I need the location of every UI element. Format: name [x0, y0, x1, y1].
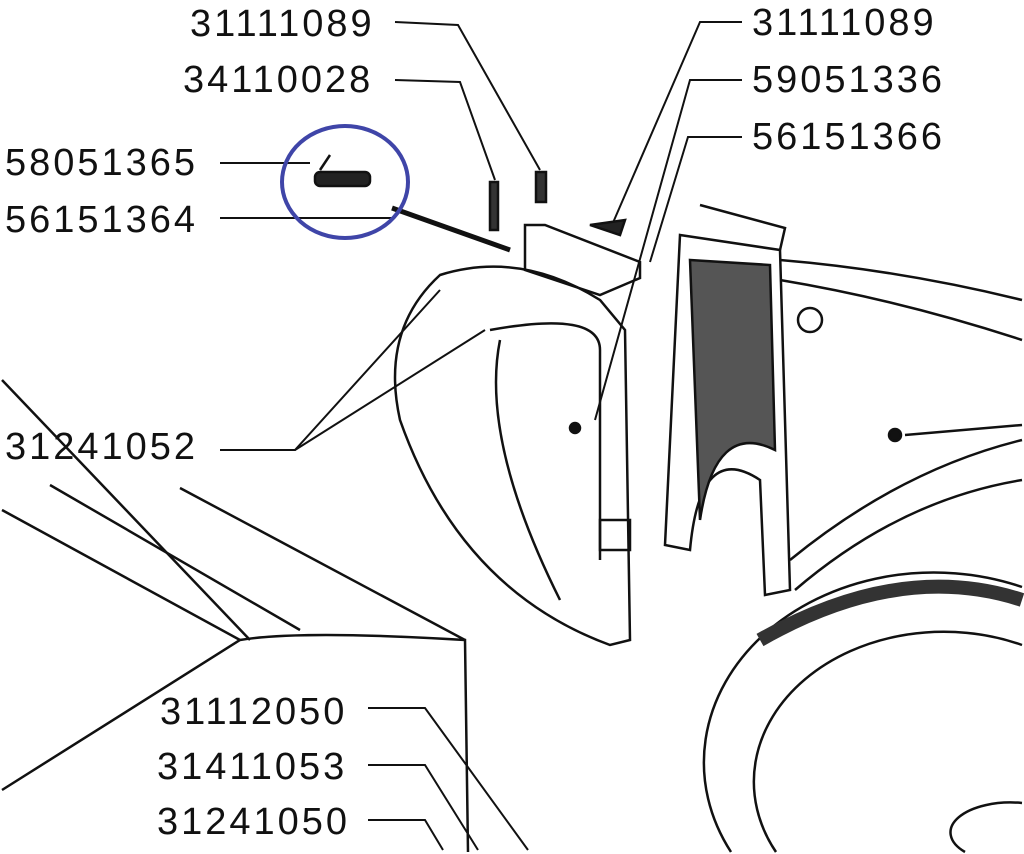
part-label: 34110028: [183, 59, 374, 101]
part-label: 31111089: [752, 2, 937, 44]
part-label: 59051336: [752, 59, 946, 101]
small-parts: [313, 154, 642, 297]
housing: [702, 258, 1024, 854]
part-label: 31112050: [160, 691, 348, 733]
part-label: 31111089: [190, 3, 375, 45]
base-frame: [1, 379, 470, 853]
cover-panel: [393, 265, 632, 647]
part-label: 31241050: [157, 801, 351, 843]
part-label: 31411053: [157, 746, 348, 788]
part-label: 56151364: [5, 199, 199, 241]
part-label: 31241052: [5, 426, 199, 468]
grille-panel: [663, 203, 824, 597]
leader-lines: [220, 21, 742, 851]
highlight-circle: [280, 124, 410, 240]
part-label: 56151366: [752, 116, 946, 158]
part-label-highlighted: 58051365: [5, 142, 199, 184]
